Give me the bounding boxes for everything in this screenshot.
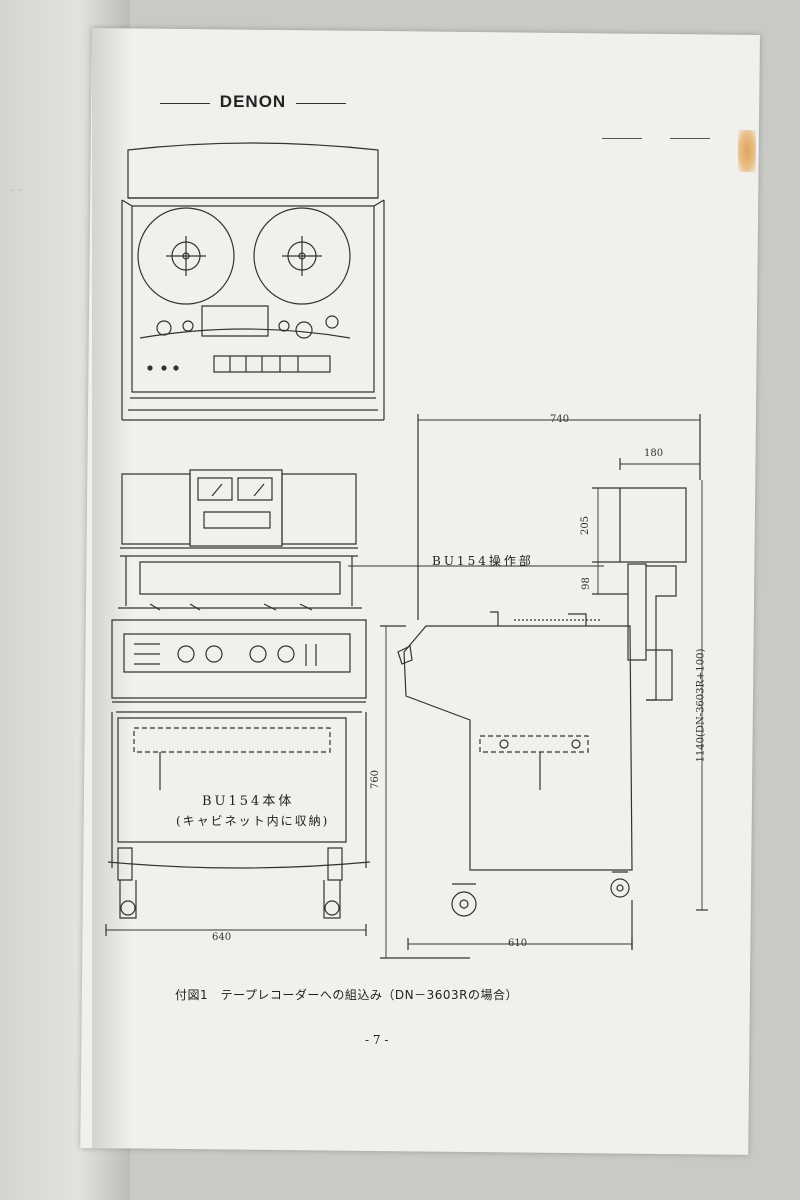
dim-640: 640 [212, 932, 232, 943]
corner-dash [602, 138, 642, 139]
left-reel [137, 207, 235, 305]
recorder-side-view [348, 414, 708, 959]
dim-740: 740 [550, 414, 570, 425]
dim-180: 180 [644, 448, 664, 459]
ghost-text: . . [10, 180, 23, 195]
cabinet-front-view [105, 469, 541, 936]
right-reel [253, 207, 351, 305]
page-gutter-shadow [92, 28, 132, 1148]
corner-dash [670, 138, 710, 139]
dim-98: 98 [580, 577, 592, 590]
recorder-front-view [121, 142, 385, 421]
label-operation-unit: BU154操作部 [432, 554, 534, 568]
brand-rule-left [160, 103, 210, 104]
label-main-unit-note: (キャビネット内に収納) [176, 814, 330, 828]
brand-logo: DENON [219, 92, 287, 111]
page-number: - 7 - [365, 1033, 389, 1047]
head-block [201, 305, 269, 337]
dim-1140: 1140(DN-3603R+100) [695, 648, 707, 763]
figure-caption: 付図1 テープレコーダーへの組込み（DN－3603Rの場合） [175, 988, 519, 1002]
brand-rule-right [296, 103, 346, 104]
label-main-unit: BU154本体 [202, 794, 295, 809]
page-stain [738, 130, 756, 172]
dim-610: 610 [508, 938, 528, 949]
dim-205: 205 [580, 515, 592, 536]
dim-760: 760 [370, 769, 382, 790]
